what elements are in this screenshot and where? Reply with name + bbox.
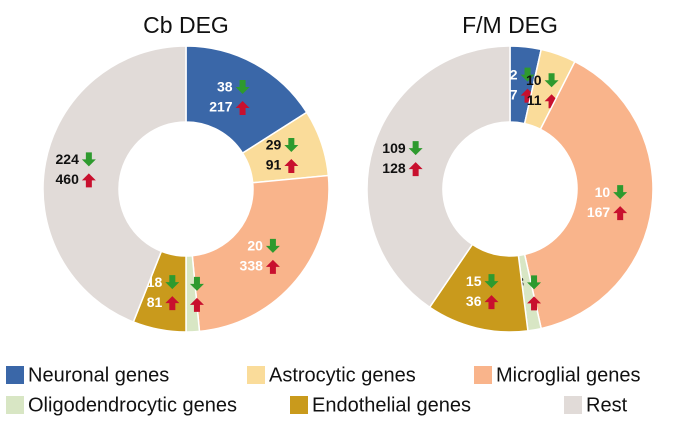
slice-microglial-genes bbox=[523, 60, 654, 330]
legend-label: Rest bbox=[586, 394, 628, 416]
legend-item-oligodendrocytic-genes: Oligodendrocytic genes bbox=[6, 394, 237, 416]
legend-label: Endothelial genes bbox=[312, 394, 471, 416]
slice-neuronal-genes bbox=[185, 45, 308, 155]
legend-item-microglial-genes: Microglial genes bbox=[474, 364, 641, 386]
value-down-neuronal-genes: 38 bbox=[217, 79, 233, 95]
legend-item-astrocytic-genes: Astrocytic genes bbox=[247, 364, 416, 386]
down-arrow-icon bbox=[189, 276, 204, 291]
value-down-microglial-genes: 10 bbox=[595, 184, 611, 200]
value-up-rest: 128 bbox=[382, 160, 406, 176]
down-arrow-icon bbox=[484, 274, 499, 289]
legend-label: Oligodendrocytic genes bbox=[28, 394, 237, 416]
value-down-rest: 109 bbox=[382, 140, 406, 156]
legend-swatch bbox=[6, 396, 24, 414]
up-arrow-icon bbox=[165, 296, 180, 311]
value-up-astrocytic-genes: 91 bbox=[266, 157, 282, 173]
legend-item-neuronal-genes: Neuronal genes bbox=[6, 364, 169, 386]
legend-swatch bbox=[564, 396, 582, 414]
donut-chart-f-m-deg: F/M DEG127101110167321536109128 bbox=[366, 12, 654, 333]
value-up-microglial-genes: 167 bbox=[587, 204, 611, 220]
value-up-neuronal-genes: 7 bbox=[510, 86, 518, 102]
legend-item-endothelial-genes: Endothelial genes bbox=[290, 394, 471, 416]
value-up-astrocytic-genes: 11 bbox=[527, 92, 542, 108]
down-arrow-icon bbox=[81, 152, 96, 167]
up-arrow-icon bbox=[408, 162, 423, 177]
up-arrow-icon bbox=[613, 206, 628, 221]
legend-label: Neuronal genes bbox=[28, 364, 169, 386]
legend-swatch bbox=[247, 366, 265, 384]
value-down-astrocytic-genes: 10 bbox=[526, 72, 542, 88]
down-arrow-icon bbox=[544, 73, 559, 88]
value-up-endothelial-genes: 81 bbox=[147, 294, 163, 310]
legend-label: Astrocytic genes bbox=[269, 364, 416, 386]
value-down-microglial-genes: 20 bbox=[247, 238, 263, 254]
up-arrow-icon bbox=[484, 295, 499, 310]
up-arrow-icon bbox=[235, 100, 250, 115]
down-arrow-icon bbox=[284, 137, 299, 152]
value-up-endothelial-genes: 36 bbox=[466, 293, 482, 309]
value-up-rest: 460 bbox=[56, 171, 80, 187]
chart-title-cb-deg: Cb DEG bbox=[143, 12, 229, 38]
up-arrow-icon bbox=[81, 173, 96, 188]
value-up-neuronal-genes: 217 bbox=[209, 99, 233, 115]
chart-title-f-m-deg: F/M DEG bbox=[462, 12, 558, 38]
up-arrow-icon bbox=[544, 94, 559, 109]
down-arrow-icon bbox=[235, 79, 250, 94]
legend-swatch bbox=[6, 366, 24, 384]
down-arrow-icon bbox=[265, 238, 280, 253]
down-arrow-icon bbox=[408, 141, 423, 156]
legend-label: Microglial genes bbox=[496, 364, 641, 386]
legend-item-rest: Rest bbox=[564, 394, 628, 416]
up-arrow-icon bbox=[265, 259, 280, 274]
down-arrow-icon bbox=[613, 185, 628, 200]
legend-swatch bbox=[290, 396, 308, 414]
value-down-rest: 224 bbox=[56, 151, 80, 167]
up-arrow-icon bbox=[527, 296, 542, 311]
donut-chart-cb-deg: Cb DEG382172991203383311881224460 bbox=[42, 12, 330, 333]
value-down-astrocytic-genes: 29 bbox=[266, 137, 282, 153]
up-arrow-icon bbox=[284, 158, 299, 173]
value-up-microglial-genes: 338 bbox=[240, 258, 264, 274]
slice-microglial-genes bbox=[191, 174, 330, 333]
value-down-endothelial-genes: 15 bbox=[466, 273, 482, 289]
down-arrow-icon bbox=[527, 275, 542, 290]
down-arrow-icon bbox=[520, 67, 535, 82]
up-arrow-icon bbox=[189, 297, 204, 312]
legend: Neuronal genes Astrocytic genes Microglial… bbox=[6, 364, 641, 416]
slice-rest bbox=[366, 45, 511, 309]
slice-rest bbox=[42, 45, 187, 323]
legend-swatch bbox=[474, 366, 492, 384]
down-arrow-icon bbox=[165, 275, 180, 290]
